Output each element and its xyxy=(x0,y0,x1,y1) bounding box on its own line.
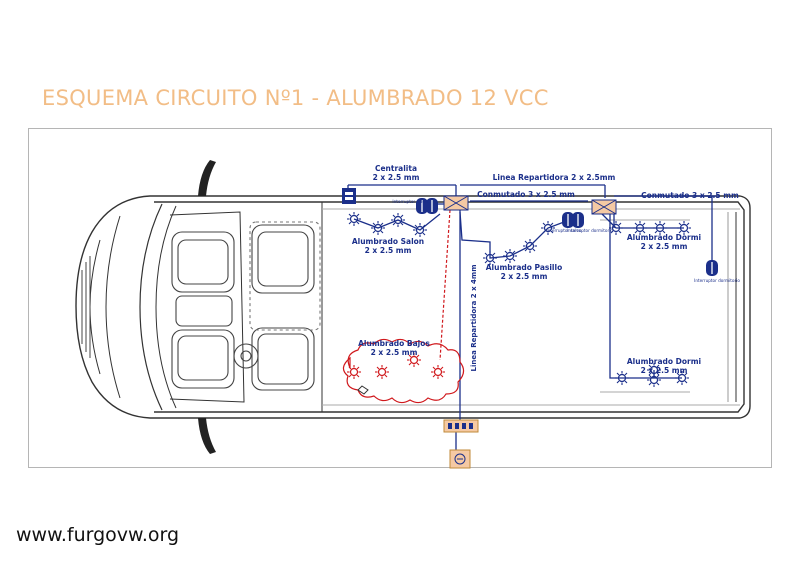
interruptor-salon-label-2: Interruptor salon xyxy=(546,228,582,233)
van-outline xyxy=(75,195,751,419)
centralita-label: Centralita xyxy=(375,164,417,173)
alumbrado-salon-label: Alumbrado Salon xyxy=(352,237,424,246)
diagram-frame xyxy=(28,128,772,468)
switch-icon xyxy=(705,259,719,277)
page-title: ESQUEMA CIRCUITO Nº1 - ALUMBRADO 12 VCC xyxy=(42,86,549,110)
centralita-cable-label: 2 x 2.5 mm xyxy=(373,173,420,182)
switch-icon xyxy=(561,211,585,229)
alumbrado-bajos-circuit xyxy=(342,209,465,404)
van-grille xyxy=(81,256,91,358)
control-unit-icon xyxy=(342,188,356,204)
alumbrado-bajos-label: Alumbrado Bajos xyxy=(358,339,430,348)
alumbrado-dormi-1-cable: 2 x 2.5 mm xyxy=(641,242,688,251)
interruptor-salon-label: Interruptor salon xyxy=(392,199,428,204)
wiring xyxy=(347,184,720,450)
junction-box-icon xyxy=(591,199,617,215)
alumbrado-dormi-1-label: Alumbrado Dormi xyxy=(627,233,701,242)
seats xyxy=(171,221,321,391)
battery-icon xyxy=(449,449,471,469)
interruptor-dormitorio-label: Interruptor dormitorio xyxy=(567,228,613,233)
alumbrado-dormi-2-label: Alumbrado Dormi xyxy=(627,357,701,366)
linea-repartidora-top-label: Linea Repartidora 2 x 2.5mm xyxy=(493,173,616,182)
right-mirror xyxy=(198,418,216,454)
conmutado-label-2: Conmutado 3 x 2.5 mm xyxy=(641,191,739,200)
conmutado-label-1: Conmutado 3 x 2.5 mm xyxy=(477,190,575,199)
linea-repartidora-vertical-label: Linea Repartidora 2 x 4mm xyxy=(470,265,478,372)
fuse-block-icon xyxy=(443,419,479,433)
left-mirror xyxy=(198,160,216,196)
website-watermark: www.furgovw.org xyxy=(16,524,180,546)
interruptor-dormitorio-label-2: Interruptor dormitorio xyxy=(694,278,740,283)
alumbrado-salon-cable: 2 x 2.5 mm xyxy=(365,246,412,255)
alumbrado-pasillo-cable: 2 x 2.5 mm xyxy=(501,272,548,281)
alumbrado-dormi-2-cable: 2 x 2.5 mm xyxy=(641,366,688,375)
alumbrado-bajos-cable: 2 x 2.5 mm xyxy=(371,348,418,357)
alumbrado-pasillo-label: Alumbrado Pasillo xyxy=(486,263,562,272)
light-bulb-icon xyxy=(482,220,556,266)
junction-box-icon xyxy=(443,195,469,211)
